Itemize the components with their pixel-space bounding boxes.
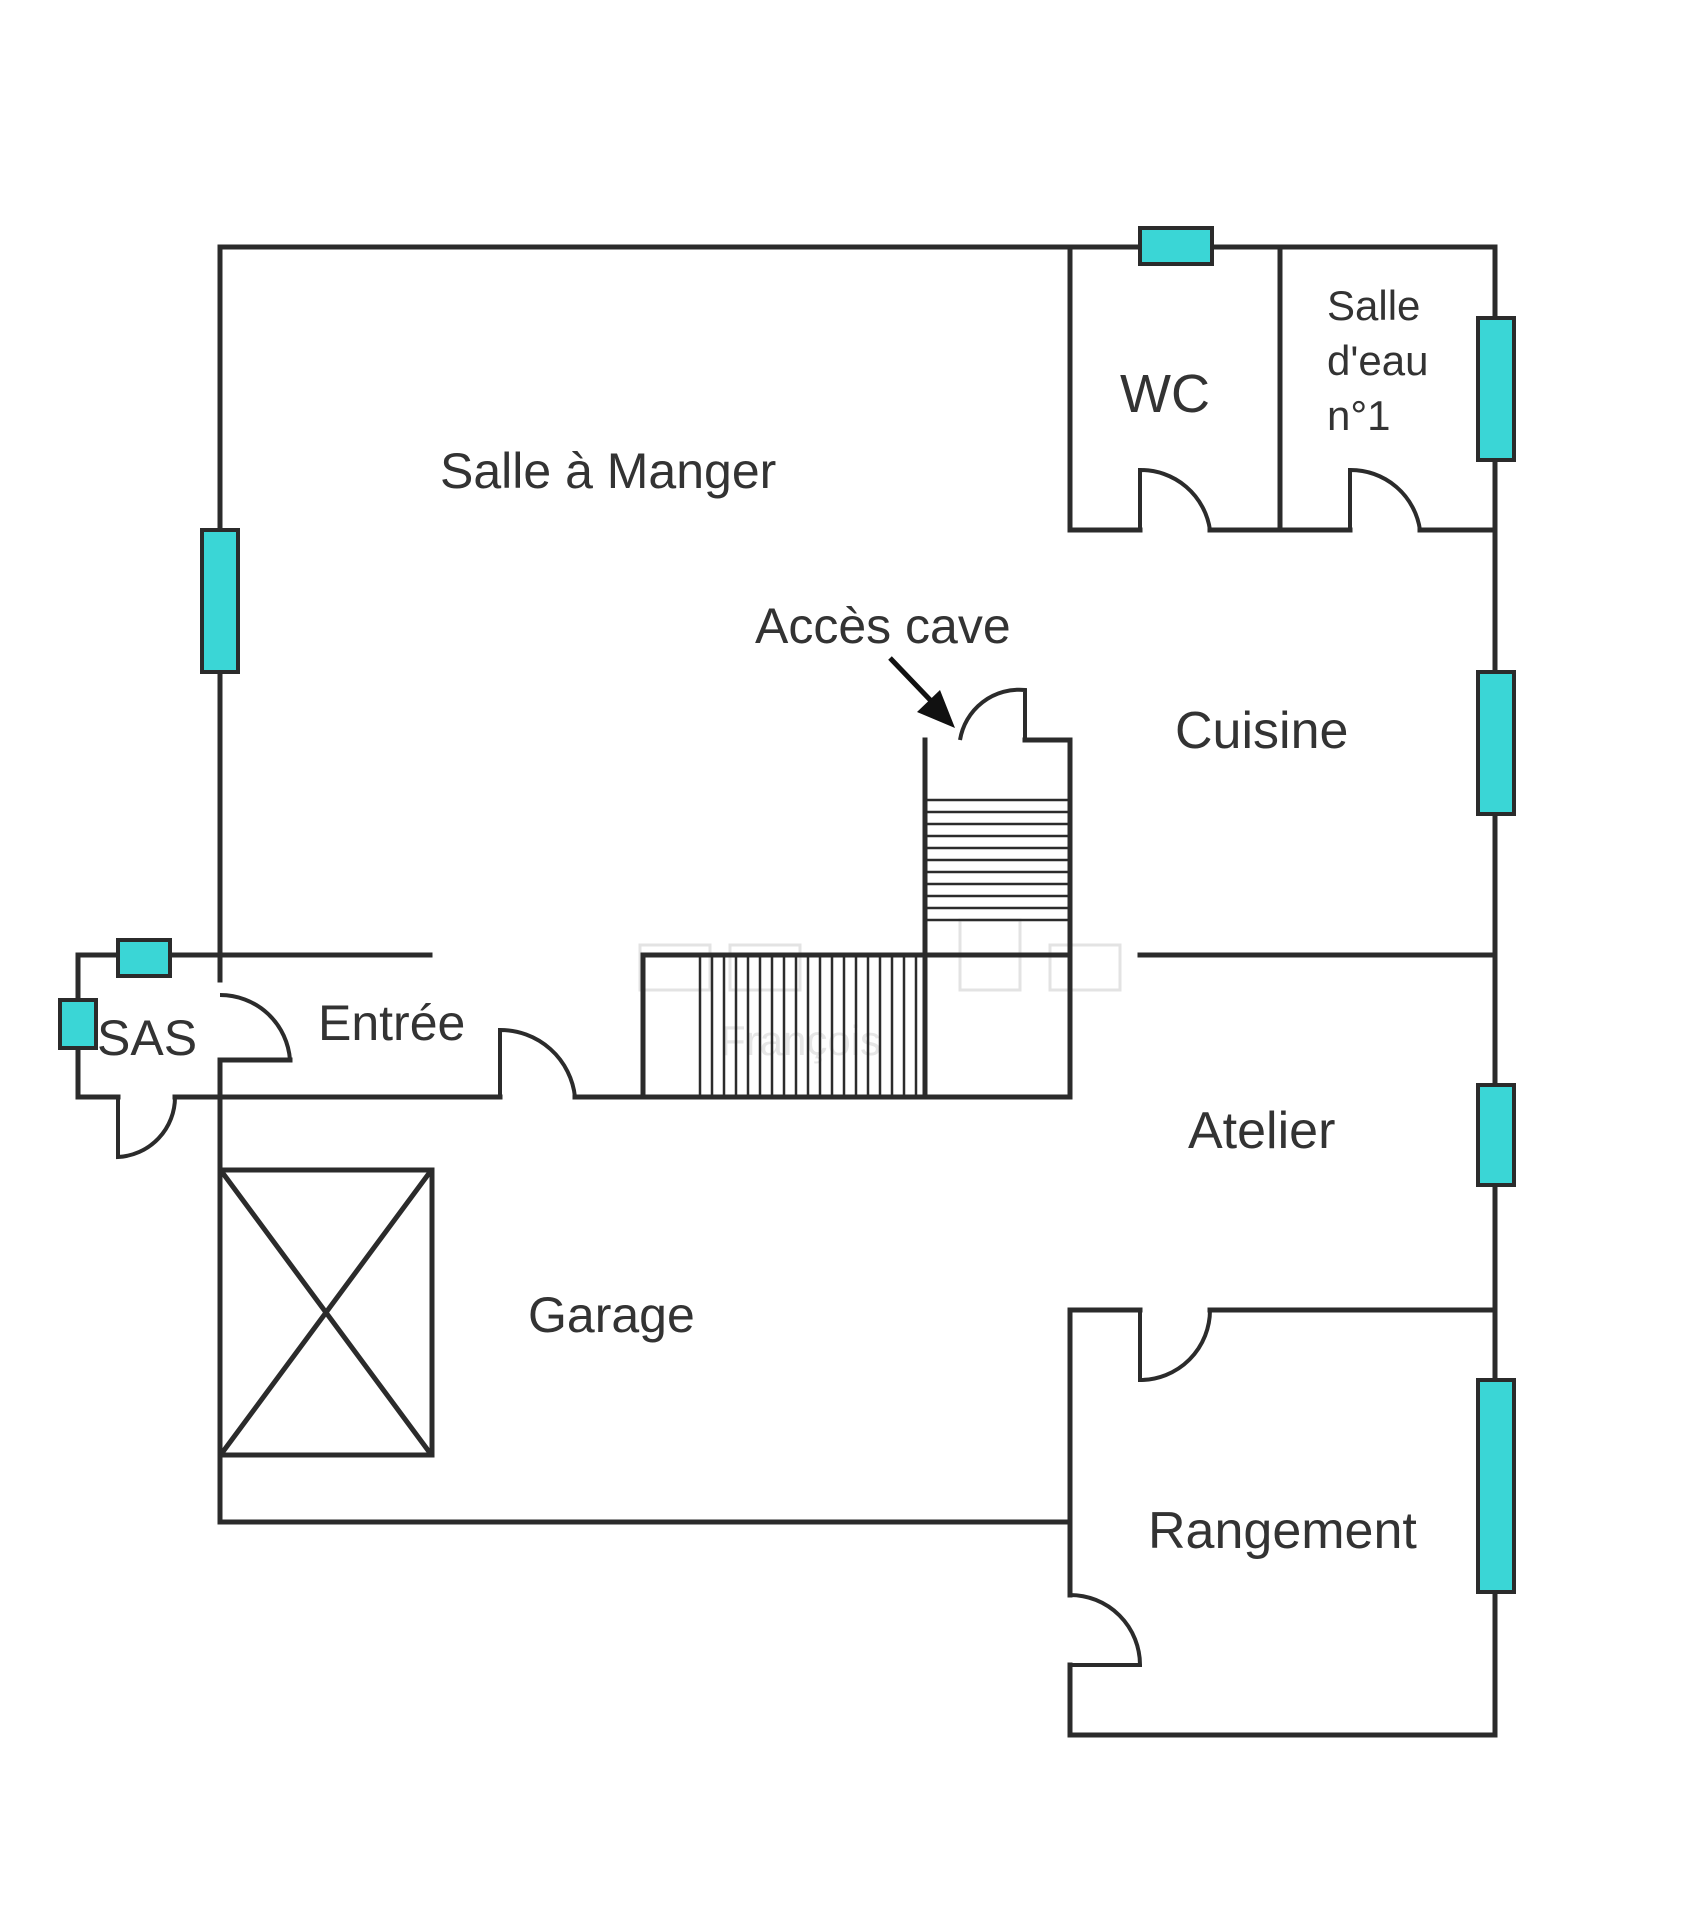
window-top-wc: [1138, 226, 1214, 266]
windows: [58, 226, 1516, 1594]
label-salle-a-manger: Salle à Manger: [440, 443, 776, 499]
window-sas-left: [58, 998, 98, 1050]
label-salle-eau-1: Salle: [1327, 282, 1420, 329]
label-sas: SAS: [97, 1010, 197, 1066]
door-salle-eau: [1348, 467, 1422, 531]
staircase: [698, 798, 1070, 1097]
door-cave: [958, 687, 1027, 741]
window-salle-eau: [1476, 316, 1516, 462]
label-salle-eau-3: n°1: [1327, 392, 1391, 439]
label-salle-eau-2: d'eau: [1327, 337, 1428, 384]
window-rangement: [1476, 1378, 1516, 1594]
door-wc: [1138, 467, 1212, 531]
arrow-acces-cave: [888, 656, 955, 728]
window-sas-top: [116, 938, 172, 978]
doors: [116, 467, 1422, 1667]
walls: [75, 244, 1498, 1738]
label-acces-cave: Accès cave: [755, 598, 1011, 654]
label-garage: Garage: [528, 1287, 695, 1343]
door-rangement-top: [1138, 1309, 1212, 1383]
window-cuisine: [1476, 670, 1516, 816]
door-sas-entree: [219, 992, 292, 1061]
label-entree: Entrée: [318, 995, 465, 1051]
window-salle-manger: [200, 528, 240, 674]
window-atelier: [1476, 1083, 1516, 1187]
label-atelier: Atelier: [1188, 1102, 1335, 1160]
door-rangement-side: [1069, 1593, 1143, 1667]
door-sas-exterior: [116, 1096, 178, 1160]
label-rangement: Rangement: [1148, 1502, 1417, 1560]
label-wc: WC: [1120, 364, 1210, 424]
label-cuisine: Cuisine: [1175, 702, 1348, 760]
door-entree: [498, 1027, 577, 1098]
